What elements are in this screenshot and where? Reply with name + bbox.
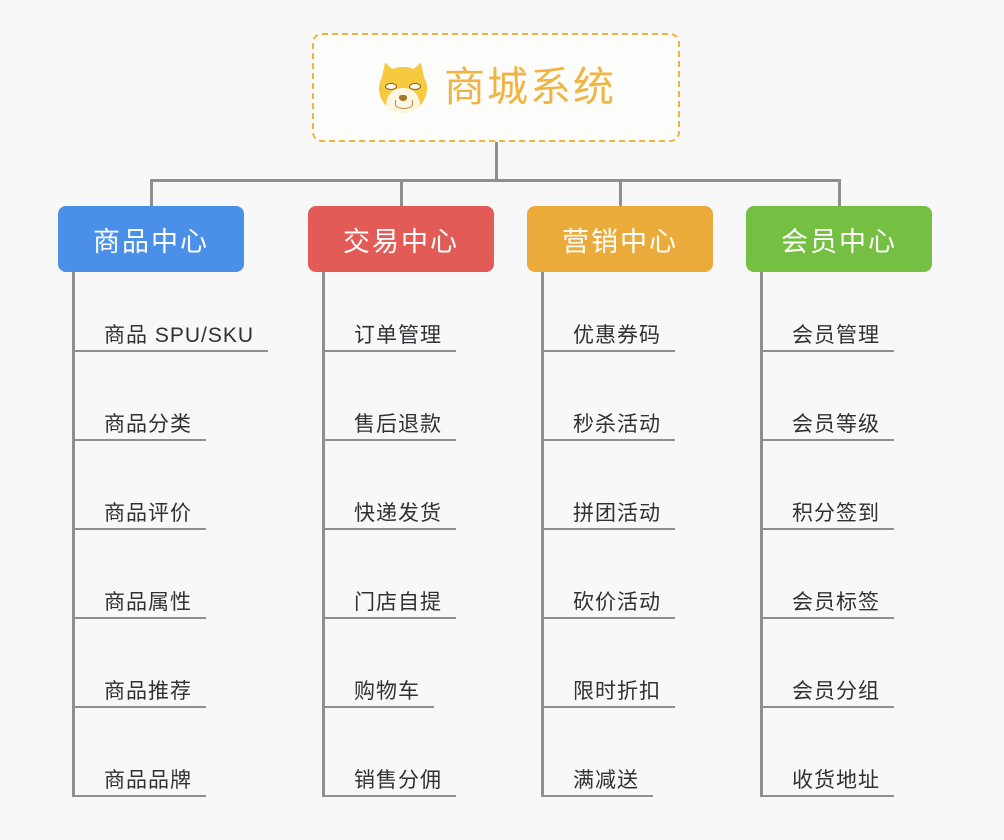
leaf-underline bbox=[760, 350, 894, 352]
leaf-underline bbox=[322, 617, 456, 619]
branch-node-2[interactable]: 交易中心 bbox=[308, 206, 494, 272]
leaf-underline bbox=[322, 528, 456, 530]
branch-node-3[interactable]: 营销中心 bbox=[527, 206, 713, 272]
branch-drop-line bbox=[400, 179, 403, 206]
branch-spine-line bbox=[541, 272, 544, 795]
branch-label: 营销中心 bbox=[562, 226, 678, 257]
leaf-underline bbox=[541, 350, 675, 352]
branch-spine-line bbox=[760, 272, 763, 795]
leaf-item[interactable]: 商品 SPU/SKU bbox=[104, 324, 255, 347]
leaf-item[interactable]: 商品品牌 bbox=[104, 769, 192, 792]
leaf-underline bbox=[322, 439, 456, 441]
leaf-item[interactable]: 门店自提 bbox=[354, 591, 442, 614]
leaf-underline bbox=[322, 795, 456, 797]
shiba-dog-face-icon bbox=[374, 58, 432, 115]
branch-drop-line bbox=[619, 179, 622, 206]
leaf-item[interactable]: 会员标签 bbox=[792, 591, 880, 614]
leaf-underline bbox=[322, 350, 456, 352]
branch-spine-line bbox=[72, 272, 75, 795]
leaf-underline bbox=[760, 795, 894, 797]
leaf-underline bbox=[541, 439, 675, 441]
branch-bus-line bbox=[151, 179, 839, 182]
leaf-item[interactable]: 购物车 bbox=[354, 680, 420, 703]
root-connector-stub bbox=[495, 142, 498, 182]
leaf-underline bbox=[72, 528, 206, 530]
leaf-underline bbox=[322, 706, 434, 708]
leaf-item[interactable]: 积分签到 bbox=[792, 502, 880, 525]
leaf-item[interactable]: 优惠券码 bbox=[573, 324, 661, 347]
branch-label: 商品中心 bbox=[93, 226, 209, 257]
leaf-underline bbox=[541, 706, 675, 708]
leaf-item[interactable]: 会员等级 bbox=[792, 413, 880, 436]
leaf-underline bbox=[760, 528, 894, 530]
branch-drop-line bbox=[150, 179, 153, 206]
leaf-item[interactable]: 快递发货 bbox=[354, 502, 442, 525]
leaf-item[interactable]: 商品评价 bbox=[104, 502, 192, 525]
leaf-underline bbox=[541, 528, 675, 530]
branch-label: 会员中心 bbox=[781, 226, 897, 257]
branch-node-4[interactable]: 会员中心 bbox=[746, 206, 932, 272]
leaf-underline bbox=[72, 795, 206, 797]
leaf-underline bbox=[541, 617, 675, 619]
leaf-item[interactable]: 砍价活动 bbox=[573, 591, 661, 614]
leaf-underline bbox=[72, 350, 268, 352]
leaf-item[interactable]: 会员分组 bbox=[792, 680, 880, 703]
root-node[interactable]: 商城系统 bbox=[312, 33, 680, 142]
branch-label: 交易中心 bbox=[343, 226, 459, 257]
leaf-item[interactable]: 限时折扣 bbox=[573, 680, 661, 703]
leaf-underline bbox=[72, 439, 206, 441]
leaf-item[interactable]: 收货地址 bbox=[792, 769, 880, 792]
leaf-underline bbox=[760, 706, 894, 708]
root-title: 商城系统 bbox=[444, 64, 616, 110]
leaf-item[interactable]: 订单管理 bbox=[354, 324, 442, 347]
leaf-item[interactable]: 满减送 bbox=[573, 769, 639, 792]
leaf-item[interactable]: 商品分类 bbox=[104, 413, 192, 436]
leaf-item[interactable]: 销售分佣 bbox=[354, 769, 442, 792]
branch-spine-line bbox=[322, 272, 325, 795]
leaf-underline bbox=[72, 617, 206, 619]
leaf-item[interactable]: 售后退款 bbox=[354, 413, 442, 436]
leaf-underline bbox=[541, 795, 653, 797]
leaf-item[interactable]: 拼团活动 bbox=[573, 502, 661, 525]
leaf-item[interactable]: 商品属性 bbox=[104, 591, 192, 614]
leaf-underline bbox=[72, 706, 206, 708]
leaf-item[interactable]: 会员管理 bbox=[792, 324, 880, 347]
leaf-item[interactable]: 秒杀活动 bbox=[573, 413, 661, 436]
leaf-underline bbox=[760, 439, 894, 441]
leaf-underline bbox=[760, 617, 894, 619]
leaf-item[interactable]: 商品推荐 bbox=[104, 680, 192, 703]
branch-node-1[interactable]: 商品中心 bbox=[58, 206, 244, 272]
branch-drop-line bbox=[838, 179, 841, 206]
